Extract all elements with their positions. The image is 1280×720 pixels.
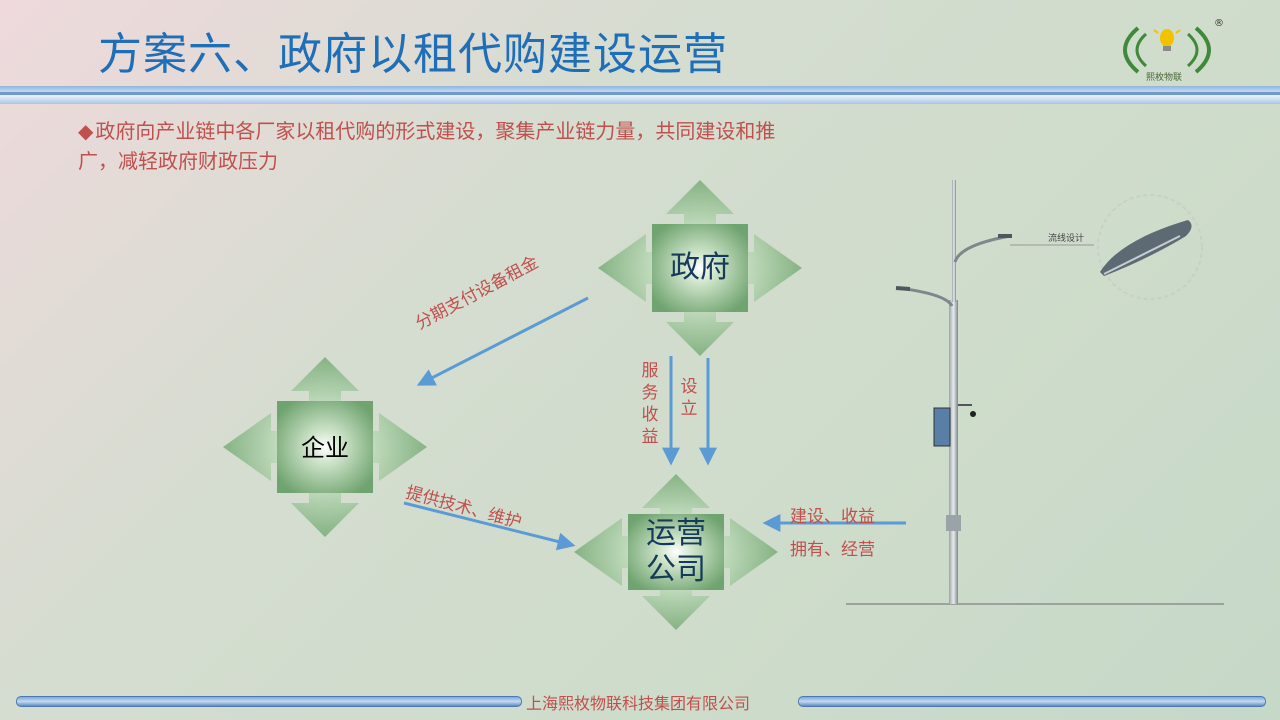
- arrow-gov-to-company: [416, 296, 589, 386]
- arrow-company-to-operator: [403, 501, 576, 551]
- page-title: 方案六、政府以租代购建设运营: [98, 29, 728, 80]
- diamond-bullet-icon: ◆: [78, 119, 94, 143]
- label-pole-line1: 建设、收益: [790, 507, 875, 527]
- registered-mark: ®: [1214, 18, 1224, 29]
- operator-node-shape: [574, 474, 778, 630]
- label-establish: 设立: [680, 377, 698, 419]
- street-pole-illustration: [846, 180, 1224, 605]
- pole-callout-text: 流线设计: [1048, 234, 1085, 244]
- operator-label-line1: 运营: [646, 516, 706, 551]
- operator-node-label: 运营 公司: [628, 516, 724, 588]
- footer-company-name: 上海熙枚物联科技集团有限公司: [526, 694, 751, 713]
- bullet-point: ◆政府向产业链中各厂家以租代购的形式建设，聚集产业链力量，共同建设和推广，减轻政…: [78, 116, 808, 176]
- company-node-label: 企业: [301, 434, 349, 462]
- logo-text: 熙枚物联: [1146, 73, 1183, 83]
- gov-node-shape: [598, 180, 802, 356]
- footer-bar-left: [16, 696, 522, 707]
- company-logo: ®: [1123, 18, 1224, 74]
- company-node-shape: [223, 357, 427, 537]
- title-band-line: [0, 92, 1280, 95]
- footer-bar-right: [798, 696, 1266, 707]
- label-service-income: 服务收益: [641, 361, 659, 447]
- title-band: [0, 86, 1280, 104]
- label-pole-line2: 拥有、经营: [790, 540, 875, 560]
- gov-node-label: 政府: [670, 250, 730, 285]
- operator-label-line2: 公司: [646, 552, 706, 587]
- bullet-text: 政府向产业链中各厂家以租代购的形式建设，聚集产业链力量，共同建设和推广，减轻政府…: [78, 119, 776, 173]
